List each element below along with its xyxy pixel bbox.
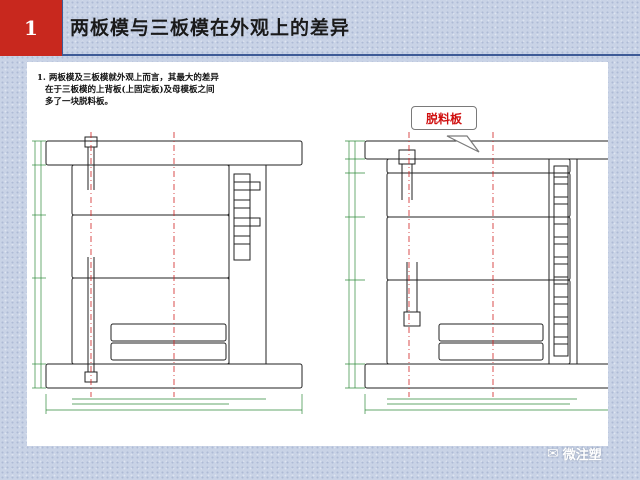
two-plate-mold-drawing	[45, 136, 303, 389]
note-line: 1. 两板模及三板模就外观上而言，其最大的差异	[37, 73, 219, 83]
note-line: 在于三板模的上背板(上固定板)及母模板之间	[45, 85, 215, 95]
center-lines	[90, 132, 494, 397]
slide-title: 两板模与三板模在外观上的差异	[70, 17, 351, 39]
watermark: ✉ 微注塑	[547, 444, 602, 464]
mold-difference-note: 1. 两板模及三板模就外观上而言，其最大的差异 在于三板模的上背板(上固定板)及…	[37, 72, 292, 108]
title-divider	[62, 0, 63, 56]
wechat-icon: ✉	[547, 445, 559, 462]
stripper-plate-callout: 脱料板	[411, 106, 477, 130]
drawing-panel: 1. 两板模及三板模就外观上而言，其最大的差异 在于三板模的上背板(上固定板)及…	[27, 62, 608, 446]
slide-number: 1	[0, 0, 62, 56]
three-plate-mold-drawing	[364, 140, 608, 389]
callout-pointer	[446, 135, 480, 153]
note-line: 多了一块脱料板。	[45, 97, 114, 107]
mold-drawing	[32, 132, 608, 414]
dimension-lines	[32, 140, 608, 414]
watermark-text: 微注塑	[562, 448, 602, 463]
title-rule	[62, 54, 640, 56]
